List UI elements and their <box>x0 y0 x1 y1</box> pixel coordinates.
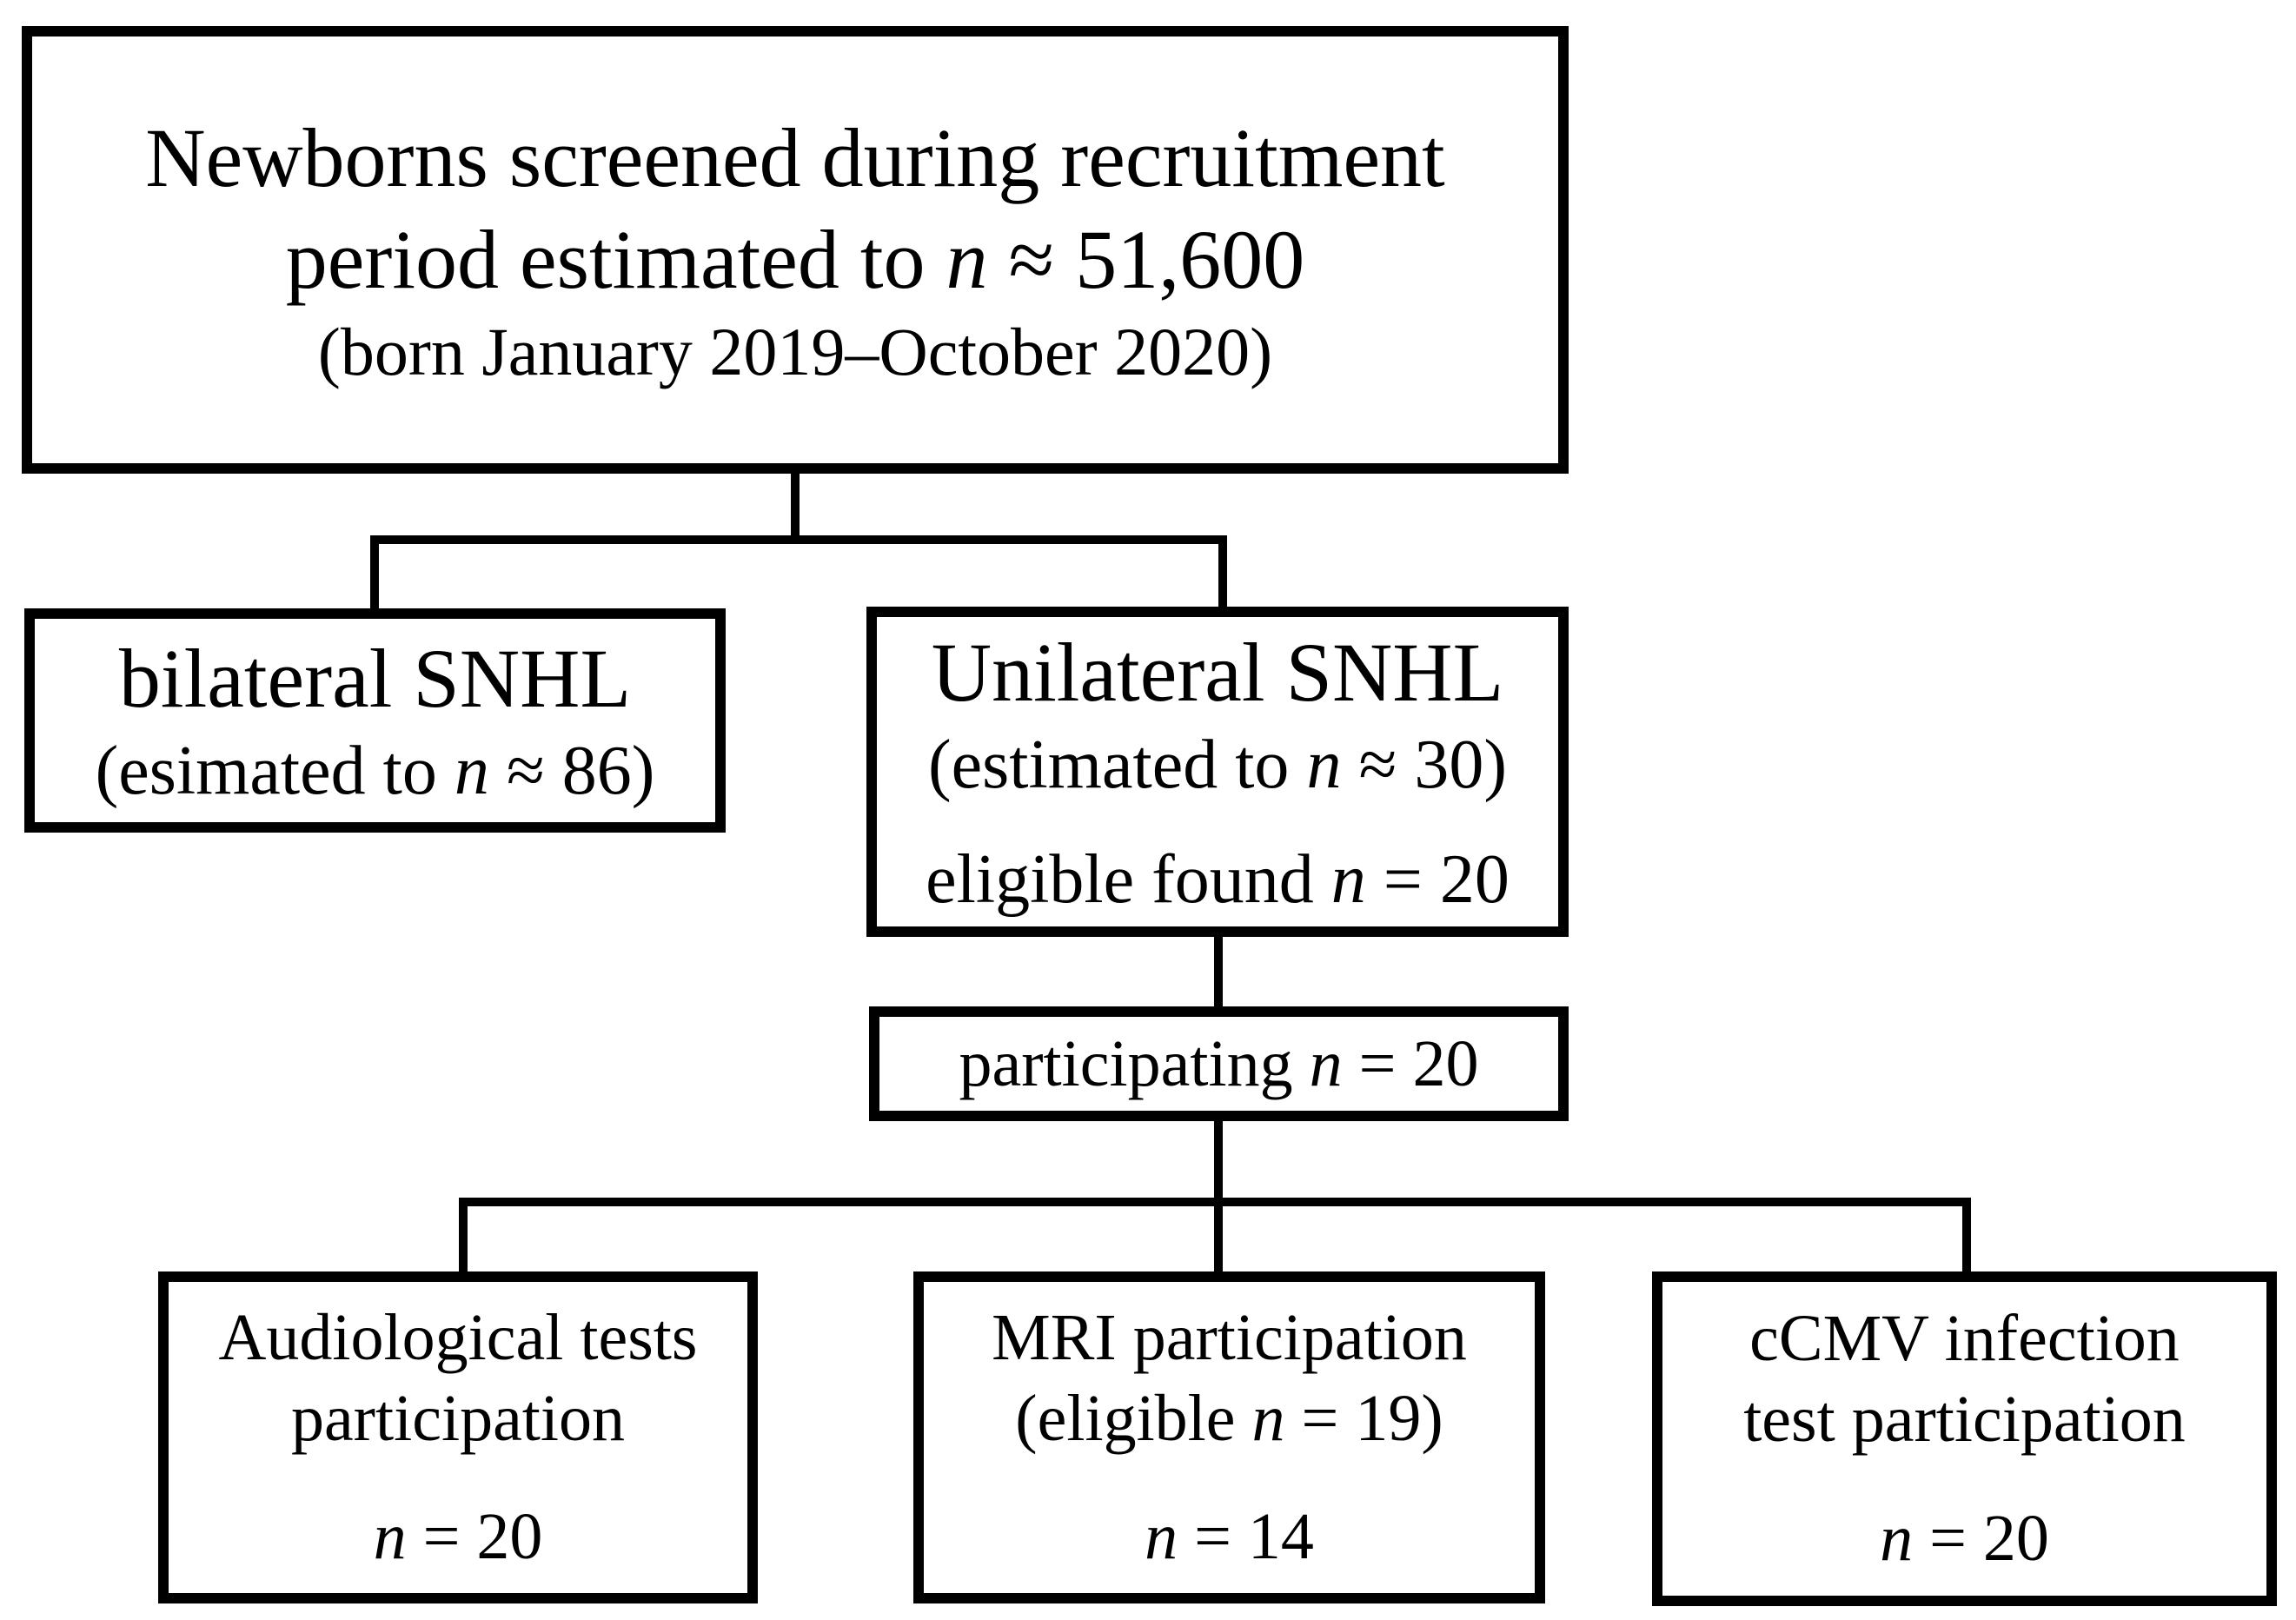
audiological-line2: participation <box>290 1381 626 1455</box>
connector-branch2-to-mri <box>1214 1198 1223 1278</box>
mri-count: n = 14 <box>1145 1497 1314 1577</box>
connector-branch2-to-ccmv <box>1962 1198 1971 1278</box>
box-unilateral-snhl: Unilateral SNHL (estimated to n ≈ 30) el… <box>866 607 1569 937</box>
ccmv-line1: cCMV infection <box>1749 1302 2180 1376</box>
participating-pre: participating <box>959 1026 1310 1100</box>
mri-count-n: n <box>1145 1500 1178 1574</box>
unilateral-line2-post: ≈ 30) <box>1341 726 1507 803</box>
participating-post: = 20 <box>1342 1026 1479 1100</box>
unilateral-line2-n: n <box>1306 726 1342 803</box>
unilateral-line3-pre: eligible found <box>926 840 1331 918</box>
unilateral-line2-pre: (estimated to <box>928 726 1307 803</box>
ccmv-count-n: n <box>1880 1501 1914 1575</box>
audiological-line1: Audiological tests <box>218 1300 698 1374</box>
unilateral-line1: Unilateral SNHL <box>931 625 1504 719</box>
box-newborns-screened: Newborns screened during recruitment per… <box>22 26 1569 474</box>
connector-participating-to-branch2 <box>1214 1116 1223 1206</box>
newborns-line2-n: n <box>946 212 988 306</box>
mri-line2-pre: (eligible <box>1015 1381 1252 1455</box>
connector-topbox-to-branch1 <box>791 469 800 544</box>
bilateral-line2: (esimated to n ≈ 86) <box>96 729 655 814</box>
box-participating: participating n = 20 <box>869 1006 1569 1121</box>
mri-count-post: = 14 <box>1178 1500 1314 1574</box>
newborns-line2: period estimated to n ≈ 51,600 <box>286 209 1304 310</box>
connector-unilateral-to-participating <box>1214 932 1223 1013</box>
bilateral-line2-pre: (esimated to <box>95 732 455 809</box>
connector-branch2-to-audiological <box>459 1198 468 1278</box>
connector-branch1-horizontal <box>370 535 1227 544</box>
box-audiological-tests: Audiological tests participation n = 20 <box>158 1271 758 1603</box>
unilateral-line3-n: n <box>1330 840 1366 918</box>
box-mri-participation: MRI participation (eligible n = 19) n = … <box>913 1271 1545 1603</box>
unilateral-line2: (estimated to n ≈ 30) <box>928 723 1507 808</box>
bilateral-line2-post: ≈ 86) <box>488 732 655 809</box>
box-bilateral-snhl: bilateral SNHL (esimated to n ≈ 86) <box>24 608 726 833</box>
newborns-line2-pre: period estimated to <box>285 212 946 306</box>
audiological-count-n: n <box>373 1500 407 1574</box>
unilateral-line3: eligible found n = 20 <box>926 838 1510 923</box>
box-ccmv-infection-test: cCMV infection test participation n = 20 <box>1652 1271 2277 1606</box>
audiological-count: n = 20 <box>374 1497 543 1577</box>
ccmv-count: n = 20 <box>1880 1498 2049 1579</box>
participating-line: participating n = 20 <box>959 1024 1479 1105</box>
connector-branch1-to-bilateral <box>370 535 379 615</box>
newborns-line3: (born January 2019–October 2020) <box>317 314 1273 390</box>
mri-line2: (eligible n = 19) <box>1015 1378 1443 1459</box>
audiological-count-post: = 20 <box>406 1500 543 1574</box>
participating-n: n <box>1309 1026 1343 1100</box>
bilateral-line2-n: n <box>454 732 489 809</box>
bilateral-line1: bilateral SNHL <box>118 631 632 725</box>
newborns-line1: Newborns screened during recruitment <box>145 110 1445 204</box>
mri-line2-n: n <box>1251 1381 1285 1455</box>
ccmv-line2: test participation <box>1743 1383 2186 1457</box>
newborns-line2-post: ≈ 51,600 <box>987 212 1305 306</box>
ccmv-count-post: = 20 <box>1913 1501 2049 1575</box>
mri-line1: MRI participation <box>992 1300 1467 1374</box>
connector-branch1-to-unilateral <box>1218 535 1227 614</box>
mri-line2-post: = 19) <box>1284 1381 1443 1455</box>
unilateral-line3-post: = 20 <box>1365 840 1510 918</box>
